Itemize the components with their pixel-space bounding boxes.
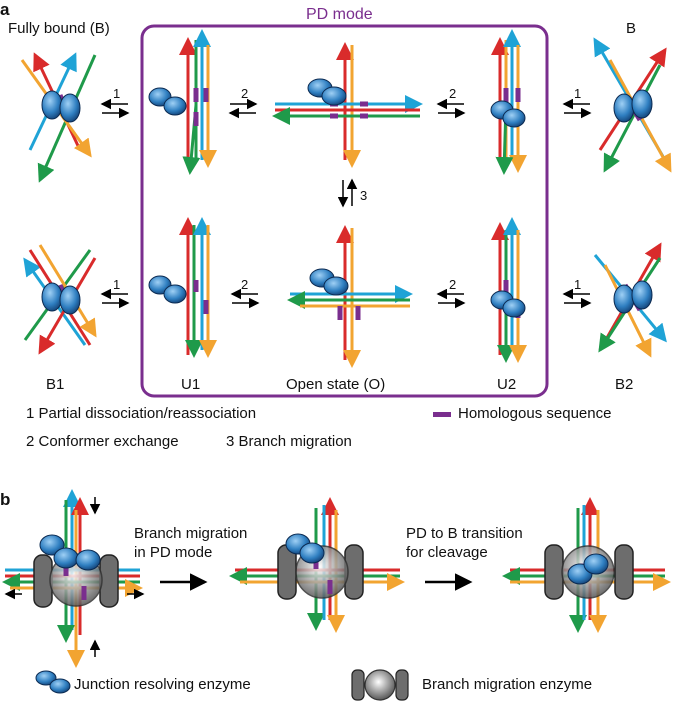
arrow-label-1-top-right: 1: [574, 86, 582, 101]
legend-homologous: Homologous sequence: [458, 405, 612, 422]
panel-b-junction-1: [2, 489, 143, 668]
state-u2-bottom-junction: [490, 217, 527, 363]
state-b-right-junction: [593, 37, 672, 173]
state-b2-junction: [593, 242, 667, 358]
state-u2-top-junction: [490, 29, 527, 175]
state-o-bottom-junction: [287, 225, 413, 368]
step-label-branch-migration: Branch migration in PD mode: [134, 525, 248, 561]
pd-mode-box: [140, 24, 549, 398]
state-b1-junction: [23, 244, 97, 355]
arrow-label-1-top-left: 1: [113, 86, 121, 101]
homologous-sequence-swatch: [433, 412, 451, 417]
arrow-label-2-top-right: 2: [449, 86, 457, 101]
equilibrium-arrows: [100, 98, 592, 309]
arrow-label-2-top-left: 2: [241, 86, 249, 101]
arrow-label-2-bottom-right: 2: [449, 277, 457, 292]
arrow-label-2-bottom-left: 2: [241, 277, 249, 292]
panel-b-direction-arrows: [4, 497, 145, 657]
branch-migration-enzyme-icon: [351, 669, 409, 701]
legend-junction-resolving-enzyme: Junction resolving enzyme: [74, 676, 251, 693]
junction-resolving-enzyme-icon: [35, 670, 71, 694]
panel-b-junction-3: [502, 497, 671, 633]
state-o-top-junction: [272, 42, 423, 168]
label-b2: B2: [615, 376, 634, 393]
label-b1: B1: [46, 376, 65, 393]
state-u1-bottom-junction: [148, 217, 217, 358]
arrow-label-1-bottom-right: 1: [574, 277, 582, 292]
legend-branch-migration-enzyme: Branch migration enzyme: [422, 676, 593, 693]
label-fully-bound: Fully bound (B): [8, 20, 110, 37]
legend-item-1: 1 Partial dissociation/reassociation: [26, 405, 257, 422]
label-u1: U1: [181, 376, 201, 393]
legend-item-3: 3 Branch migration: [226, 433, 352, 450]
state-b-left-junction: [20, 52, 97, 183]
state-u1-top-junction: [148, 29, 217, 175]
arrow-label-1-bottom-left: 1: [113, 277, 121, 292]
panel-b-letter: b: [0, 490, 11, 509]
arrow-label-3: 3: [360, 188, 368, 203]
label-b-right: B: [626, 20, 637, 37]
panel-a-letter: a: [0, 0, 10, 19]
pd-mode-title: PD mode: [306, 6, 373, 23]
label-open-state: Open state (O): [286, 376, 386, 393]
legend-item-2: 2 Conformer exchange: [26, 433, 179, 450]
panel-b-junction-2: [229, 497, 405, 633]
label-u2: U2: [497, 376, 517, 393]
step-label-pd-to-b: PD to B transition for cleavage: [406, 525, 523, 561]
